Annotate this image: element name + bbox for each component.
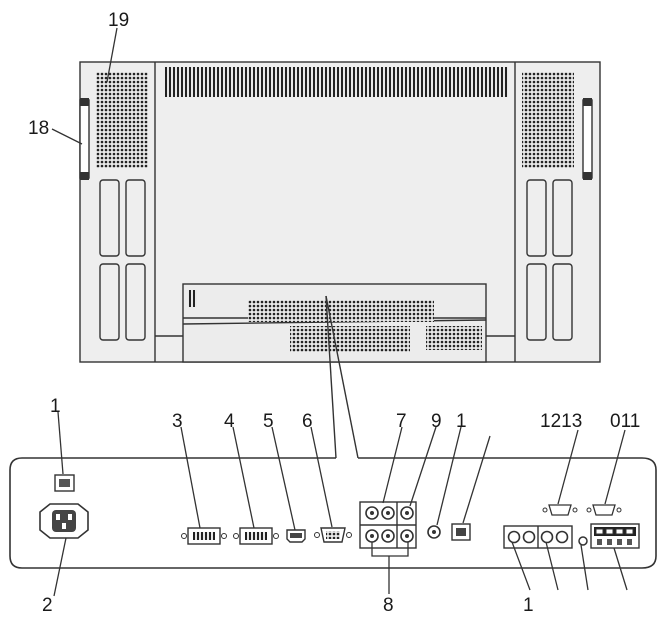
dvi-port xyxy=(181,527,227,545)
label-1-bnc: 1 xyxy=(523,595,534,616)
connector-panel-outline xyxy=(9,457,657,569)
ac-power-inlet xyxy=(39,503,89,539)
right-recess-panels xyxy=(526,179,573,341)
label-6: 6 xyxy=(302,411,313,432)
label-19: 19 xyxy=(108,10,129,31)
label-9: 9 xyxy=(431,411,442,432)
terminal-block xyxy=(590,523,640,549)
serial-port-1 xyxy=(542,504,578,516)
lan-port xyxy=(451,523,471,541)
hdmi-port xyxy=(286,529,306,543)
left-recess-panels xyxy=(99,179,146,341)
bnc-connector-block xyxy=(503,525,573,549)
label-7: 7 xyxy=(396,411,407,432)
left-side-vent xyxy=(96,72,148,168)
bay-vent-3 xyxy=(426,326,482,350)
label-1213: 1213 xyxy=(540,411,582,432)
label-8: 8 xyxy=(383,595,394,616)
bay-vent-2 xyxy=(290,326,410,352)
connector-panel-detail xyxy=(9,457,657,569)
right-side-vent xyxy=(522,72,574,168)
dvi-port-2 xyxy=(233,527,279,545)
callout-labels: 19 18 1 3 4 5 6 7 9 1 1213 011 2 8 1 xyxy=(28,10,640,616)
left-handle xyxy=(79,99,90,179)
label-18: 18 xyxy=(28,118,49,139)
top-vent-grille xyxy=(165,67,508,97)
rca-connector-block xyxy=(359,501,417,549)
small-jack xyxy=(578,536,588,546)
label-3: 3 xyxy=(172,411,183,432)
audio-jack xyxy=(427,525,441,539)
monitor-rear-view xyxy=(79,61,601,363)
serial-port-2 xyxy=(586,504,622,516)
label-1-audio: 1 xyxy=(456,411,467,432)
bay-vent-1 xyxy=(248,300,434,322)
right-handle xyxy=(582,99,593,179)
label-4: 4 xyxy=(224,411,235,432)
label-1-switch: 1 xyxy=(50,396,61,417)
label-5: 5 xyxy=(263,411,274,432)
label-2: 2 xyxy=(42,595,53,616)
leader-lines xyxy=(51,27,628,597)
vga-port xyxy=(314,527,352,543)
label-011: 011 xyxy=(610,411,640,432)
